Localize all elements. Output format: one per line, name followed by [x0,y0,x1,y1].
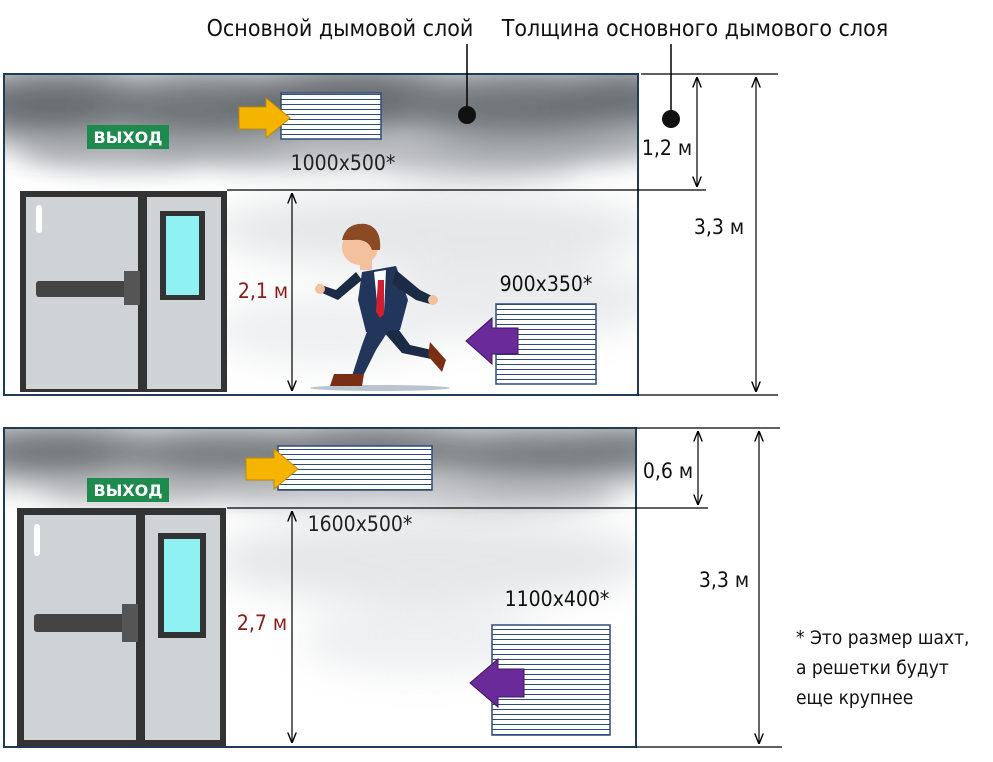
top-clear-height-text: 2,1 м [238,279,288,303]
arrow-right-icon [238,96,291,140]
footnote: * Это размер шахт, а решетки будут еще к… [796,627,969,709]
top-exit-sign-text: ВЫХОД [94,128,163,147]
bottom-smoke-thickness-text: 0,6 м [643,459,693,483]
footnote-line-1: * Это размер шахт, [796,627,969,649]
top-supply-size: 900x350* [500,272,593,296]
bottom-exhaust-size: 1600x500* [308,512,413,536]
thickness-label: Толщина основного дымового слоя [501,16,889,42]
top-exit-sign: ВЫХОД [87,125,169,149]
bottom-room-border [3,427,637,748]
top-smoke-thickness-text: 1,2 м [642,136,692,160]
dot-marker-icon [662,110,680,128]
bottom-door [17,508,226,746]
dot-marker-icon [458,106,476,124]
top-room: ВЫХОД 1000x500* 900x350* 2,1 м [3,44,778,396]
bottom-clear-height-text: 2,7 м [237,611,287,635]
arrow-right-icon [245,447,299,491]
main-layer-label: Основной дымовой слой [207,16,474,42]
arrow-left-icon [465,316,519,366]
bottom-supply-size: 1100x400* [505,587,610,611]
top-exhaust-grille [280,92,382,140]
bottom-room: ВЫХОД 1600x500* 1100x400* 2,7 м 0,6 м [3,427,782,748]
bottom-room-height-text: 3,3 м [699,568,749,592]
top-room-height-text: 3,3 м [694,215,744,239]
bottom-exhaust-grille [277,445,433,491]
footnote-line-2: а решетки будут [796,657,949,679]
bottom-exit-sign-text: ВЫХОД [94,481,163,500]
arrow-left-icon [469,657,525,709]
top-door [20,191,227,392]
top-exhaust-size: 1000x500* [291,151,396,175]
bottom-exit-sign: ВЫХОД [87,478,169,502]
top-room-border [3,73,639,396]
running-businessman-icon [310,223,450,391]
footnote-line-3: еще крупнее [796,687,913,709]
